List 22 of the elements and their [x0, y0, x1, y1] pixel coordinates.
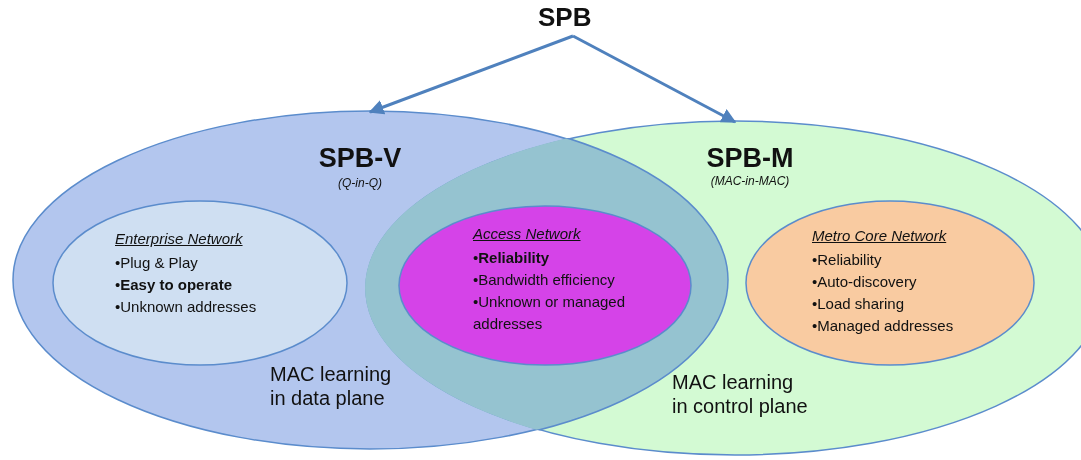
bullet-item: •Unknown or managed addresses — [473, 292, 626, 334]
bullet-item: •Easy to operate — [115, 275, 233, 295]
note: MAC learning in data plane — [270, 362, 393, 410]
note: MAC learning in control plane — [672, 370, 809, 418]
arrow — [368, 34, 574, 115]
bullet-item: •Load sharing — [812, 294, 905, 314]
arrow — [572, 34, 737, 124]
group-title: SPB-M — [706, 142, 794, 175]
bullet-item: •Reliability — [812, 250, 883, 270]
bullet-item: •Reliability — [473, 248, 551, 268]
subtitle: (MAC-in-MAC) — [710, 174, 790, 189]
bullet-item: •Plug & Play — [115, 253, 199, 273]
bullet-item: •Auto-discovery — [812, 272, 918, 292]
heading: Enterprise Network — [115, 230, 243, 248]
title: SPB — [538, 2, 592, 34]
group-title: SPB-V — [318, 142, 402, 175]
heading: Metro Core Network — [812, 227, 947, 245]
bullet-item: •Unknown addresses — [115, 297, 258, 317]
heading: Access Network — [473, 225, 581, 243]
bullet-item: •Bandwidth efficiency — [473, 270, 616, 290]
subtitle: (Q-in-Q) — [338, 176, 382, 191]
bullet-item: •Managed addresses — [812, 316, 955, 336]
